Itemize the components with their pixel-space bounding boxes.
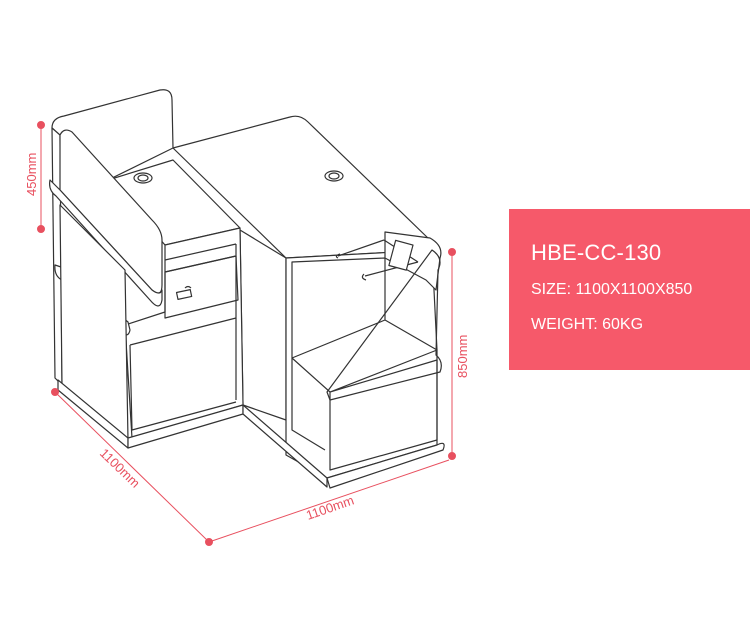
- right-end-curve-top: [326, 249, 442, 401]
- base-plinth-right: [242, 404, 328, 488]
- dim-dot: [37, 121, 45, 129]
- plate-bracket: [388, 239, 414, 271]
- dim-line-left-depth: [54, 391, 210, 543]
- dim-dot: [37, 225, 45, 233]
- dim-label-left-depth: 1100mm: [97, 445, 143, 490]
- cable-hole-left-inner: [137, 174, 149, 182]
- drawer: [164, 255, 239, 319]
- dim-dot: [448, 248, 456, 256]
- right-cabinet-open-shelf: [291, 358, 326, 451]
- dim-line-front-width: [208, 459, 450, 543]
- dimension-lines: [37, 121, 456, 546]
- dim-dot: [448, 452, 456, 460]
- left-panel-band-1: [49, 179, 163, 307]
- base-plinth-side: [326, 442, 445, 489]
- right-cabinet-side: [285, 249, 438, 479]
- dim-label-total-height: 850mm: [455, 335, 470, 378]
- right-cabinet-inner: [291, 257, 438, 471]
- cable-hole-right-inner: [328, 172, 340, 180]
- product-model: HBE-CC-130: [531, 240, 662, 265]
- counter-drawing: [49, 89, 445, 489]
- product-size: SIZE: 1100X1100X850: [531, 281, 693, 298]
- right-cabinet-front: [239, 229, 287, 421]
- lock-keyhole: [175, 289, 193, 300]
- dim-dot: [51, 388, 59, 396]
- product-weight: WEIGHT: 60KG: [531, 316, 644, 333]
- product-info-panel: HBE-CC-130 SIZE: 1100X1100X850 WEIGHT: 6…: [509, 209, 750, 370]
- back-panel: [51, 89, 174, 181]
- lock-detail: [184, 285, 192, 289]
- dim-label-front-width: 1100mm: [304, 492, 356, 522]
- dim-label-top-height: 450mm: [24, 153, 39, 196]
